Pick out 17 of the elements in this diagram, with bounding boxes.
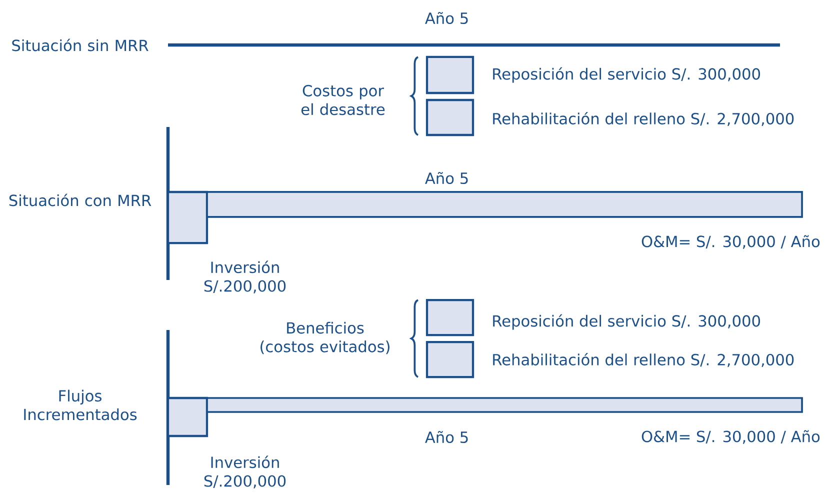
- label-text: Beneficios (costos evitados): [260, 322, 390, 354]
- amount-text: Reposición del servicio S/. 300,000: [493, 67, 760, 83]
- label-text: Situación sin MRR: [12, 38, 148, 52]
- cost-box: [426, 340, 474, 378]
- cost-box: [166, 190, 208, 244]
- cost-box: [426, 98, 474, 136]
- amount-text: Rehabilitación del relleno S/. 2,700,000: [493, 352, 794, 368]
- amount-text: O&M= S/. 30,000 / Año: [642, 235, 820, 249]
- amount-text: Inversión S/.200,000: [204, 260, 286, 294]
- cost-box: [166, 396, 208, 438]
- amount-text: Reposición del servicio S/. 300,000: [493, 314, 760, 330]
- cost-box: [426, 298, 474, 336]
- amount-text: Rehabilitación del relleno S/. 2,700,000: [493, 112, 794, 126]
- amount-text: O&M= S/. 30,000 / Año: [642, 430, 820, 444]
- cost-box: [426, 56, 474, 94]
- amount-text: Inversión S/.200,000: [204, 456, 286, 488]
- label-text: Costos por el desastre: [301, 84, 385, 116]
